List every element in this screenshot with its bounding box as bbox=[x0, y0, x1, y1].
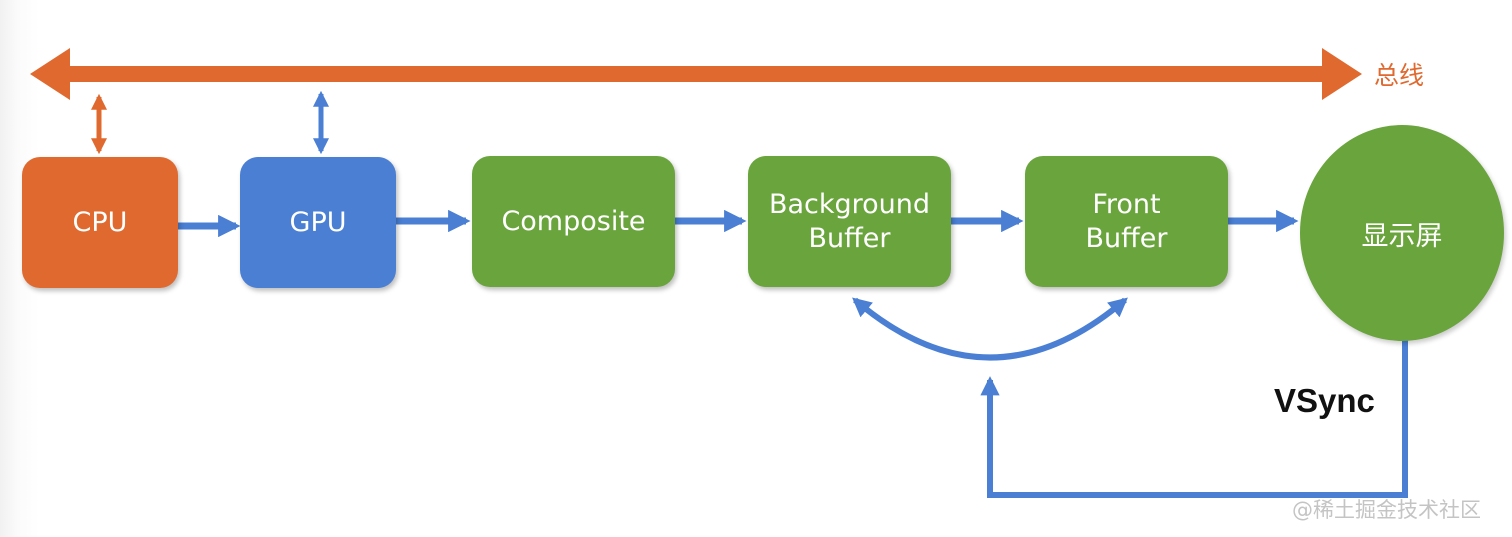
composite-label: Composite bbox=[501, 205, 646, 237]
watermark-text: @稀土掘金技术社区 bbox=[1292, 498, 1481, 522]
front-buffer-label: Front Buffer bbox=[1085, 188, 1168, 254]
display-label: 显示屏 bbox=[1361, 220, 1443, 252]
gpu-label: GPU bbox=[289, 206, 347, 238]
display-node: 显示屏 bbox=[1300, 125, 1504, 341]
background-buffer-label: Background Buffer bbox=[768, 188, 931, 254]
vsync-loop-arrow bbox=[980, 336, 1408, 498]
background-buffer-node: Background Buffer bbox=[748, 156, 951, 287]
cpu-node: CPU bbox=[22, 157, 178, 288]
buffer-swap-arrow bbox=[852, 297, 1128, 361]
gpu-node: GPU bbox=[240, 157, 396, 288]
bus-label: 总线 bbox=[1374, 61, 1425, 90]
cpu-label: CPU bbox=[72, 206, 128, 238]
bus-arrow bbox=[30, 48, 1362, 100]
vsync-label: VSync bbox=[1274, 382, 1375, 419]
front-buffer-node: Front Buffer bbox=[1025, 156, 1228, 287]
composite-node: Composite bbox=[472, 156, 675, 287]
